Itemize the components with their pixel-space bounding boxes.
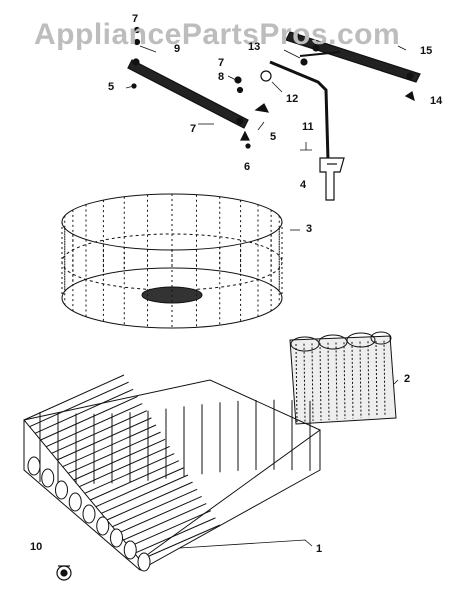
tube-connector	[319, 157, 345, 201]
callout-11: 12	[286, 93, 299, 105]
rack-wheel	[56, 565, 72, 581]
callout-6: 6	[244, 161, 251, 173]
callout-7b: 7	[218, 57, 225, 69]
callout-1: 1	[316, 543, 323, 555]
callout-15: 15	[420, 45, 433, 57]
small-parts	[131, 26, 415, 149]
callout-12: 13	[248, 41, 261, 53]
silverware-basket	[289, 331, 397, 425]
feed-tube	[269, 51, 341, 161]
callout-3: 3	[306, 223, 313, 235]
lower-rack	[23, 374, 321, 572]
cylindrical-basket	[61, 193, 283, 329]
callout-8: 8	[218, 71, 225, 83]
callout-9: 9	[174, 43, 181, 55]
spray-arm-left	[127, 58, 249, 129]
callout-7a: 7	[132, 13, 139, 25]
leader-lines	[125, 45, 407, 549]
callout-4: 4	[300, 179, 307, 191]
callout-2: 2	[404, 373, 411, 385]
callout-5a: 5	[108, 81, 115, 93]
spray-arm-right	[285, 31, 421, 83]
callout-14: 14	[430, 95, 443, 107]
callout-13: 10	[30, 541, 43, 553]
callout-10: 11	[302, 121, 314, 133]
watermark: AppliancePartsPros.com	[34, 18, 401, 51]
callout-5b: 5	[270, 131, 277, 143]
callout-7c: 7	[190, 123, 197, 135]
